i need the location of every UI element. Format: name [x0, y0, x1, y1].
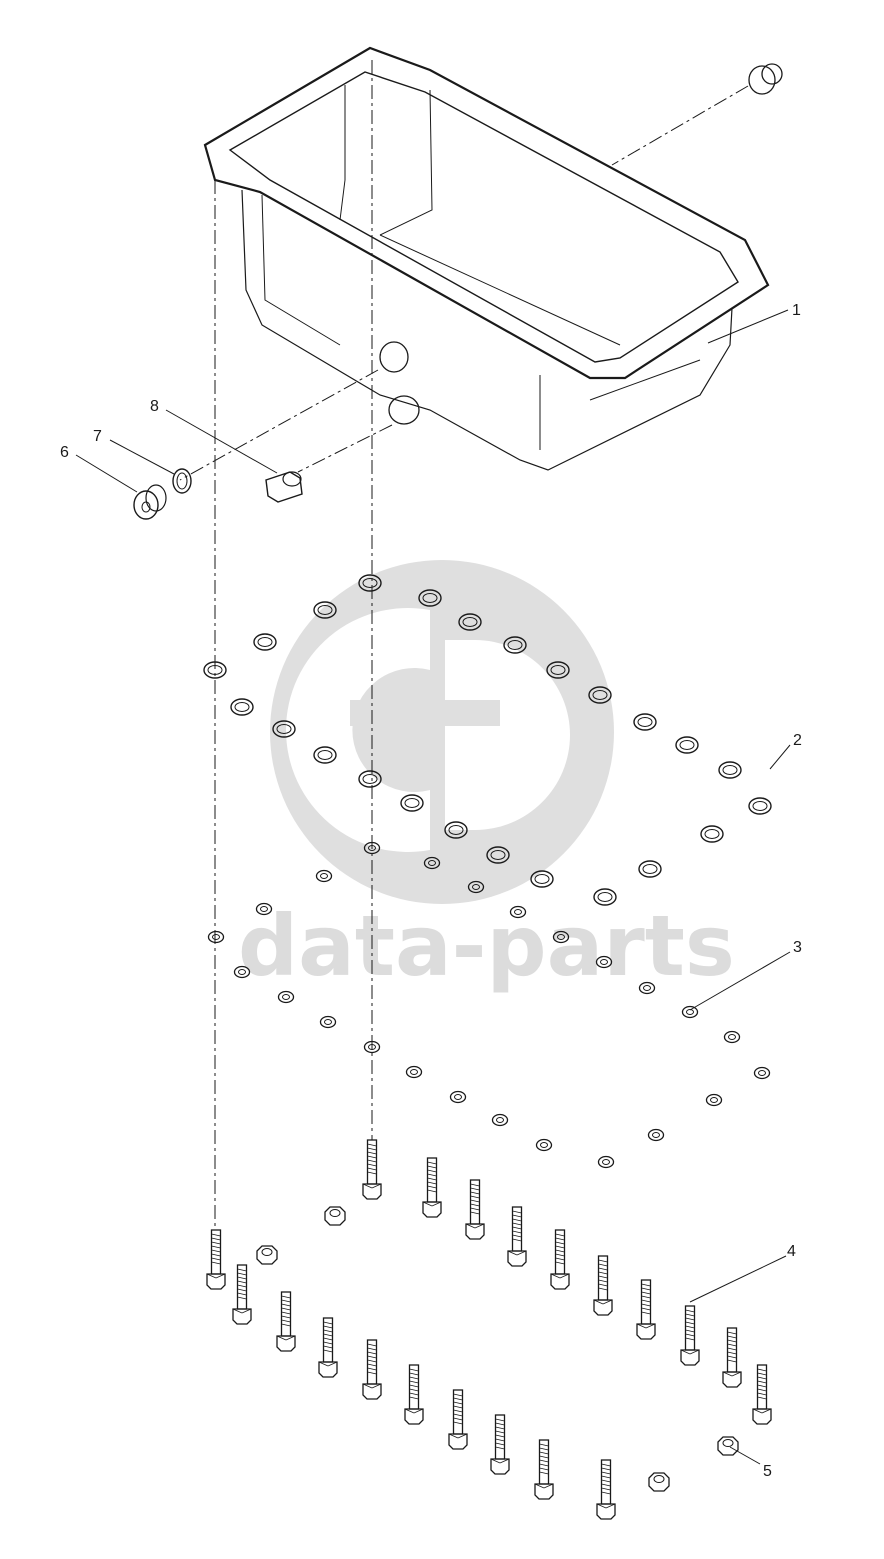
hex-bolt: [465, 1179, 485, 1240]
seal-ring-large: [675, 736, 699, 754]
hex-bolt: [752, 1364, 772, 1425]
washer-small: [467, 880, 485, 894]
hex-nut: [648, 1472, 670, 1492]
washer-small: [552, 930, 570, 944]
drain-plug: [133, 484, 167, 520]
hex-bolt: [206, 1229, 226, 1290]
hex-bolt: [448, 1389, 468, 1450]
washer-small: [363, 841, 381, 855]
washer-small: [363, 1040, 381, 1054]
seal-ring-large: [530, 870, 554, 888]
callouts: 1 2 3 4 5 6 7 8: [60, 302, 802, 1480]
screw-plug: [265, 471, 303, 503]
callout-4: 4: [787, 1243, 796, 1260]
washer-small: [705, 1093, 723, 1107]
washer-small: [723, 1030, 741, 1044]
center-lines: [179, 60, 749, 1230]
washer-small: [405, 1065, 423, 1079]
hex-nut: [256, 1245, 278, 1265]
hex-bolt: [636, 1279, 656, 1340]
hex-nut: [324, 1206, 346, 1226]
seal-ring-large: [272, 720, 296, 738]
nuts-group: [256, 1206, 739, 1492]
seal-ring-large: [593, 888, 617, 906]
washers-group: [207, 841, 771, 1169]
washer-small: [207, 930, 225, 944]
hex-bolt: [232, 1264, 252, 1325]
washer-small: [315, 869, 333, 883]
hex-bolt: [404, 1364, 424, 1425]
washer-small: [647, 1128, 665, 1142]
seal-ring-large: [700, 825, 724, 843]
hex-bolt: [507, 1206, 527, 1267]
washer-small: [233, 965, 251, 979]
seal-ring-large: [718, 761, 742, 779]
washer-small: [595, 955, 613, 969]
washer-small: [681, 1005, 699, 1019]
seal-ring-large: [546, 661, 570, 679]
washer-small: [423, 856, 441, 870]
hex-bolt: [362, 1139, 382, 1200]
washer-small: [638, 981, 656, 995]
callout-6: 6: [60, 444, 69, 461]
washer-small: [449, 1090, 467, 1104]
seal-ring-large: [253, 633, 277, 651]
seal-ring-large: [358, 574, 382, 592]
washer-small: [277, 990, 295, 1004]
seal-ring-large: [633, 713, 657, 731]
hex-bolt: [722, 1327, 742, 1388]
bolts-group: [206, 1139, 772, 1520]
seal-ring-large: [203, 661, 227, 679]
seal-ring-large: [588, 686, 612, 704]
seal-rings-group: [203, 574, 772, 906]
hex-bolt: [318, 1317, 338, 1378]
seal-ring: [172, 468, 192, 494]
oil-pan: [203, 46, 783, 471]
watermark-logo: [270, 560, 614, 904]
seal-ring-large: [503, 636, 527, 654]
seal-ring-large: [458, 613, 482, 631]
washer-small: [255, 902, 273, 916]
seal-ring-large: [313, 601, 337, 619]
washer-small: [535, 1138, 553, 1152]
washer-small: [509, 905, 527, 919]
washer-small: [753, 1066, 771, 1080]
callout-2: 2: [793, 732, 802, 749]
callout-3: 3: [793, 939, 802, 956]
washer-small: [491, 1113, 509, 1127]
seal-ring-large: [444, 821, 468, 839]
seal-ring-large: [418, 589, 442, 607]
hex-bolt: [680, 1305, 700, 1366]
callout-1: 1: [792, 302, 801, 319]
washer-small: [319, 1015, 337, 1029]
watermark-text: data-parts: [238, 897, 735, 995]
callout-8: 8: [150, 398, 159, 415]
hex-bolt: [593, 1255, 613, 1316]
seal-ring-large: [230, 698, 254, 716]
hex-bolt: [534, 1439, 554, 1500]
washer-small: [597, 1155, 615, 1169]
hex-nut: [717, 1436, 739, 1456]
callout-7: 7: [93, 428, 102, 445]
hex-bolt: [422, 1157, 442, 1218]
hex-bolt: [596, 1459, 616, 1520]
hex-bolt: [362, 1339, 382, 1400]
seal-ring-large: [638, 860, 662, 878]
hex-bolt: [276, 1291, 296, 1352]
seal-ring-large: [358, 770, 382, 788]
seal-ring-large: [313, 746, 337, 764]
seal-ring-large: [748, 797, 772, 815]
seal-ring-large: [400, 794, 424, 812]
hex-bolt: [490, 1414, 510, 1475]
seal-ring-large: [486, 846, 510, 864]
callout-5: 5: [763, 1463, 772, 1480]
hex-bolt: [550, 1229, 570, 1290]
